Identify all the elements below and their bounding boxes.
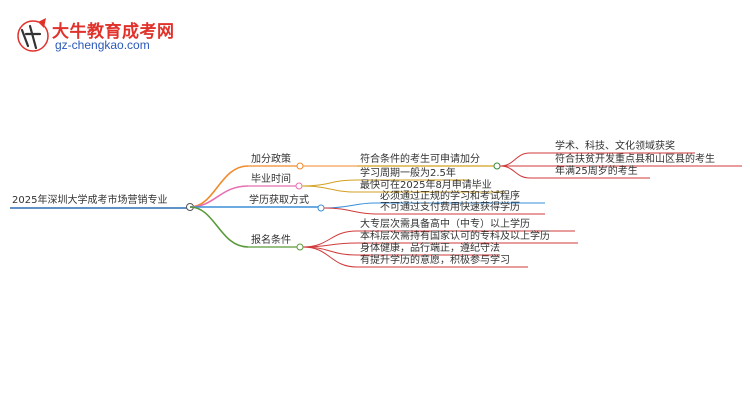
leaf-health-conduct: 身体健康，品行端正，遵纪守法: [360, 243, 500, 254]
leaf-study-period: 学习周期一般为2.5年: [360, 168, 456, 179]
logo-url: gz-chengkao.com: [55, 38, 150, 52]
leaf-formal-study: 必须通过正规的学习和考试程序: [380, 191, 520, 202]
branch-label-enrollment-requirements: 报名条件: [251, 235, 291, 246]
logo-mark: [17, 18, 49, 52]
leaf-junior-college-requirement: 大专层次需具备高中（中专）以上学历: [360, 219, 530, 230]
leaf-bachelor-requirement: 本科层次需持有国家认可的专科及以上学历: [360, 231, 550, 242]
branch-label-degree-method: 学历获取方式: [249, 195, 309, 206]
leaf-willingness: 有提升学历的意愿，积极参与学习: [360, 255, 510, 266]
branch-label-graduation-time: 毕业时间: [251, 174, 291, 185]
node-bonus-eligible: 符合条件的考生可申请加分: [360, 154, 480, 165]
leaf-bonus-awards: 学术、科技、文化领域获奖: [555, 141, 675, 152]
leaf-bonus-age: 年满25周岁的考生: [555, 166, 638, 177]
branch-label-bonus-policy: 加分政策: [251, 154, 291, 165]
root-node-label: 2025年深圳大学成考市场营销专业: [12, 195, 168, 206]
logo-title: 大牛教育成考网: [52, 22, 175, 42]
leaf-bonus-poverty-counties: 符合扶贫开发重点县和山区县的考生: [555, 154, 715, 165]
leaf-earliest-graduation: 最快可在2025年8月申请毕业: [360, 180, 492, 191]
leaf-no-paid-degree: 不可通过支付费用快速获得学历: [380, 202, 520, 213]
